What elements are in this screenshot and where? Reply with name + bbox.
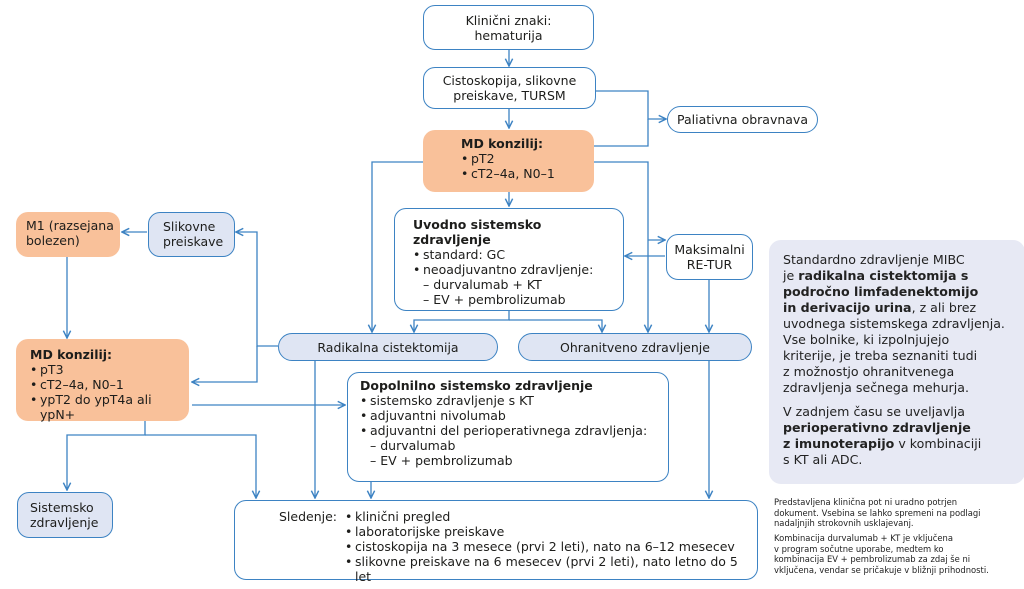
clinical-signs-line1: Klinični znaki: <box>465 12 552 28</box>
footnote-line: kombinacija EV + pembrolizumab za zdaj š… <box>774 554 971 564</box>
cystectomy-label: Radikalna cistektomija <box>317 339 459 355</box>
footnote-line: dokument. Vsebina se lahko spremeni na p… <box>774 507 981 518</box>
footnote-1: Predstavljena klinična pot ni uradno pot… <box>774 497 1024 529</box>
followup-item: laboratorijske preiskave <box>345 524 757 539</box>
edge-induction-split <box>414 310 510 332</box>
md2-item: ypT2 do ypT4a ali ypN+ <box>30 392 189 422</box>
edge-induction-preservation <box>509 319 602 332</box>
md2-item: pT3 <box>30 362 189 377</box>
md2-item: cT2–4a, N0–1 <box>30 377 189 392</box>
md1-item: cT2–4a, N0–1 <box>461 166 594 181</box>
node-imaging: Slikovne preiskave <box>148 212 235 257</box>
note-text: Vse bolnike, ki izpolnjujejo <box>783 332 950 347</box>
footnote-line: vključena, vendar se pričakuje v bližnji… <box>774 564 989 575</box>
induction-item: standard: GC <box>413 247 623 262</box>
md1-item: pT2 <box>461 151 594 166</box>
clinical-signs-line2: hematurija <box>474 27 543 43</box>
m1-line2: bolezen) <box>26 233 80 248</box>
preservation-label: Ohranitveno zdravljenje <box>560 339 710 355</box>
footnote-line: Predstavljena klinična pot ni uradno pot… <box>774 497 958 507</box>
note-text: kriterije, je treba seznaniti tudi <box>783 348 978 363</box>
palliative-label: Paliativna obravnava <box>677 112 808 127</box>
note-text: z možnostjo ohranitvenega <box>783 364 955 379</box>
adjuvant-subitem: EV + pembrolizumab <box>370 453 668 468</box>
note-bold: perioperativno zdravljenje <box>783 420 971 435</box>
edge-md2-followup <box>145 434 256 498</box>
note-bold: področno limfadenektomijo <box>783 284 979 299</box>
footnote-line: Kombinacija durvalumab + KT je vključena <box>774 533 953 543</box>
node-adjuvant: Dopolnilno sistemsko zdravljenje sistems… <box>347 372 669 482</box>
footnote-2: Kombinacija durvalumab + KT je vključena… <box>774 533 1024 575</box>
systemic-line2: zdravljenje <box>30 515 99 530</box>
note-text: Standardno zdravljenje MIBC <box>783 252 965 267</box>
node-md-council-2: MD konzilij: pT3 cT2–4a, N0–1 ypT2 do yp… <box>16 339 189 422</box>
node-followup: Sledenje: klinični pregled laboratorijsk… <box>234 500 758 584</box>
footnote-line: v program sočutne uporabe, medtem ko <box>774 543 944 554</box>
note-text: V zadnjem času se uveljavlja <box>783 404 966 419</box>
note-paragraph-1: Standardno zdravljenje MIBC je radikalna… <box>783 252 1015 396</box>
imaging-line1: Slikovne <box>163 219 216 234</box>
info-note: Standardno zdravljenje MIBC je radikalna… <box>769 240 1024 484</box>
adjuvant-item: sistemsko zdravljenje s KT <box>360 393 668 408</box>
note-bold: in derivacijo urina <box>783 300 912 315</box>
adjuvant-item: adjuvantni del perioperativnega zdravlje… <box>360 423 668 438</box>
node-workup: Cistoskopija, slikovne preiskave, TURSM <box>423 67 596 109</box>
note-text: s KT ali ADC. <box>783 452 863 467</box>
md1-title: MD konzilij: <box>461 136 544 151</box>
node-md-council-1: MD konzilij: pT2 cT2–4a, N0–1 <box>423 130 594 192</box>
edge-md1-right <box>594 161 648 332</box>
node-clinical-signs: Klinični znaki: hematurija <box>423 5 594 50</box>
retur-line1: Maksimalni <box>674 242 745 257</box>
adjuvant-title: Dopolnilno sistemsko zdravljenje <box>360 378 593 393</box>
retur-line2: RE-TUR <box>686 257 733 272</box>
edge-cystectomy-md2 <box>192 346 258 382</box>
workup-line1: Cistoskopija, slikovne <box>442 73 577 88</box>
edge-workup-palliative <box>596 90 666 119</box>
induction-item: neoadjuvantno zdravljenje: <box>413 262 623 277</box>
m1-line1: M1 (razsejana <box>26 218 114 233</box>
node-m1: M1 (razsejana bolezen) <box>16 212 120 257</box>
node-induction: Uvodno sistemsko zdravljenje standard: G… <box>394 208 624 311</box>
induction-subitem: durvalumab + KT <box>423 277 623 292</box>
note-text: , z ali brez <box>911 300 977 315</box>
note-bold: z imunoterapijo <box>783 436 895 451</box>
followup-item: cistoskopija na 3 mesece (prvi 2 leti), … <box>345 539 757 554</box>
induction-subitem: EV + pembrolizumab <box>423 292 623 307</box>
adjuvant-item: adjuvantni nivolumab <box>360 408 668 423</box>
note-text: je <box>783 268 799 283</box>
workup-line2: preiskave, TURSM <box>453 88 566 103</box>
note-bold: radikalna cistektomija s <box>798 268 969 283</box>
node-palliative: Paliativna obravnava <box>667 106 818 133</box>
followup-item: klinični pregled <box>345 509 757 524</box>
followup-item: slikovne preiskave na 6 mesecev (prvi 2 … <box>345 554 757 584</box>
edge-md1-palliative <box>594 119 649 147</box>
edge-md2-split <box>67 421 146 490</box>
note-text: uvodnega sistemskega zdravljenja. <box>783 316 1005 331</box>
md2-title: MD konzilij: <box>30 347 113 362</box>
node-max-retur: Maksimalni RE-TUR <box>666 234 753 280</box>
note-text: zdravljenja sečnega mehurja. <box>783 380 969 395</box>
note-text: v kombinaciji <box>894 436 982 451</box>
imaging-line2: preiskave <box>163 234 224 249</box>
adjuvant-subitem: durvalumab <box>370 438 668 453</box>
edge-cystectomy-imaging <box>236 232 278 347</box>
footnote-line: nadaljnjih strokovnih usklajevanj. <box>774 518 914 528</box>
followup-label: Sledenje: <box>279 509 338 524</box>
induction-title: Uvodno sistemsko zdravljenje <box>413 217 542 247</box>
systemic-line1: Sistemsko <box>30 500 94 515</box>
node-bladder-preservation: Ohranitveno zdravljenje <box>518 333 752 361</box>
edge-md1-cystectomy <box>372 161 423 332</box>
note-paragraph-2: V zadnjem času se uveljavlja perioperati… <box>783 404 1015 468</box>
node-radical-cystectomy: Radikalna cistektomija <box>278 333 498 361</box>
node-systemic-treatment: Sistemsko zdravljenje <box>17 492 113 538</box>
